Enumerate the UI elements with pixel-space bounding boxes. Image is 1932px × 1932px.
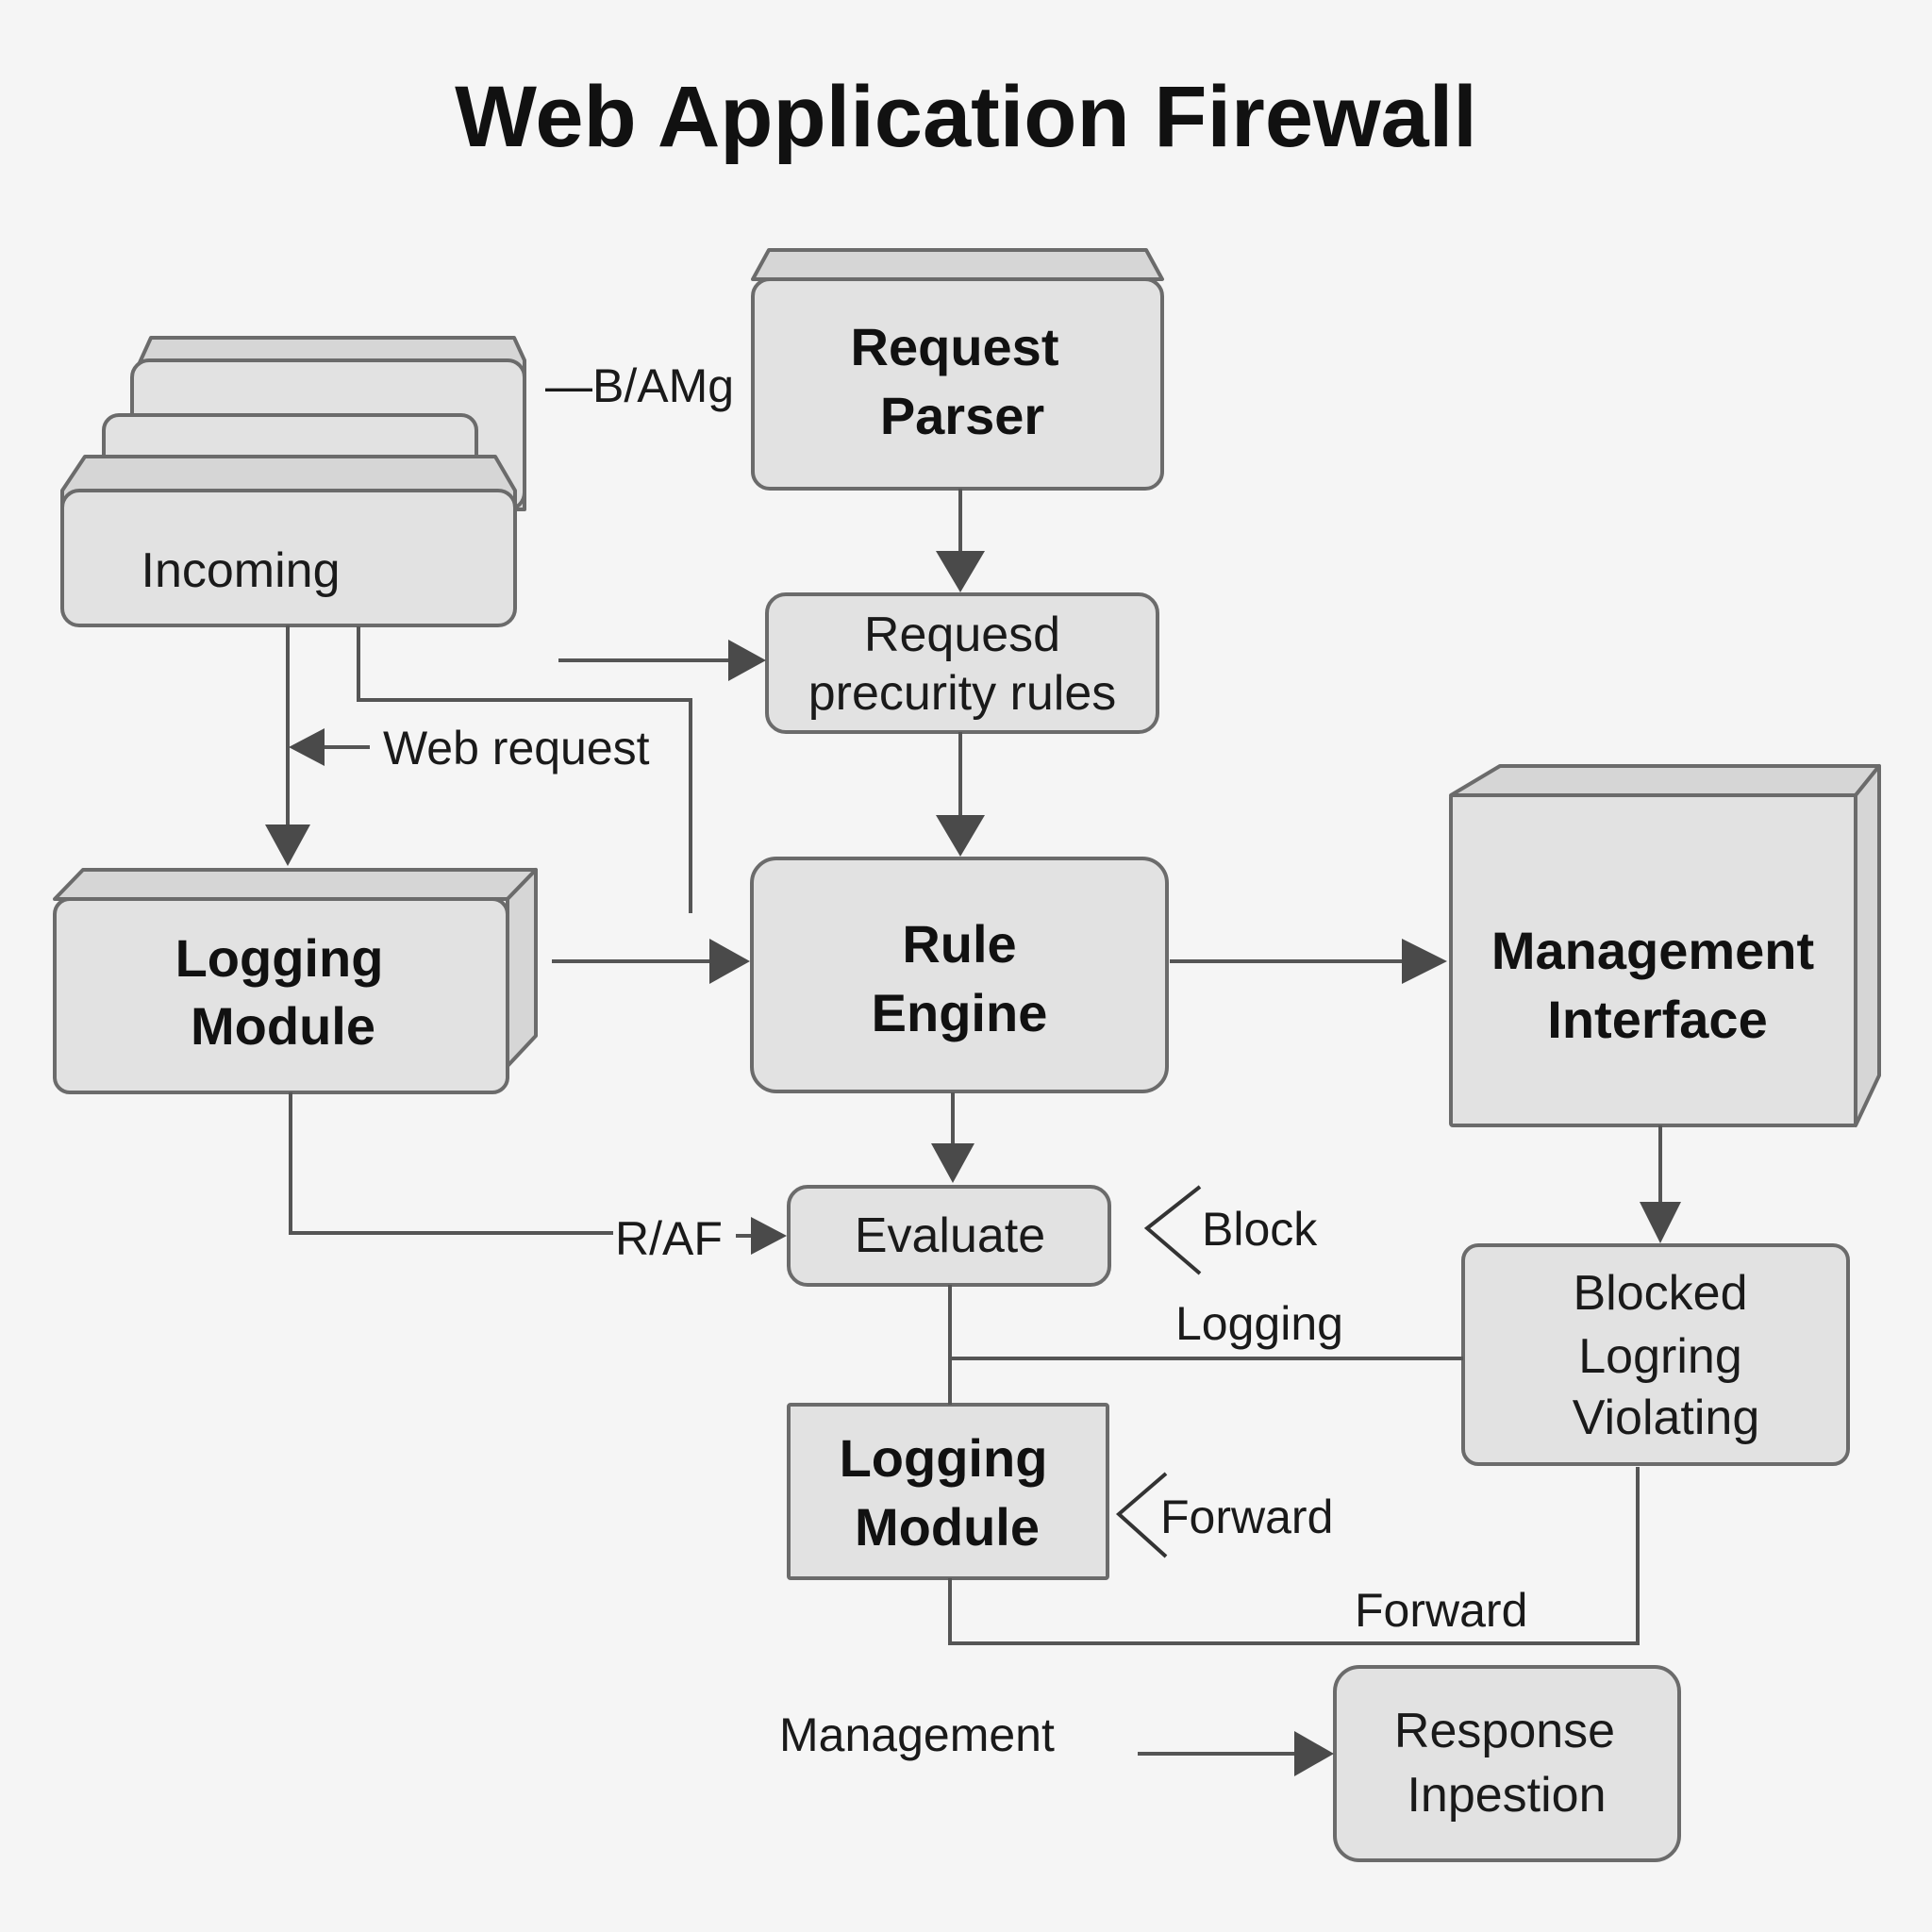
blocked-logging-label-line2: Logring: [1578, 1329, 1741, 1384]
label-web-request: Web request: [383, 722, 650, 774]
request-rules-label-line1: Requesd: [864, 608, 1060, 662]
edge-forward-bottom: [948, 1467, 1640, 1645]
response-inspection-label-line1: Response: [1394, 1704, 1615, 1758]
edge-logging-to-evaluate: [289, 1092, 787, 1255]
node-blocked-logging[interactable]: Blocked Logring Violating: [1461, 1243, 1850, 1466]
rule-engine-label-line2: Engine: [872, 983, 1048, 1042]
evaluate-label: Evaluate: [855, 1208, 1045, 1263]
logging-module-bottom-label-line2: Module: [855, 1497, 1040, 1557]
request-parser-label-line2: Parser: [880, 386, 1044, 445]
logging-module-left-label-line2: Module: [191, 996, 375, 1056]
edge-rules-to-engine: [936, 732, 985, 857]
edge-web-request-arrow: [289, 728, 370, 766]
edge-engine-to-management: [1170, 939, 1447, 984]
edge-management-to-response: [1138, 1731, 1334, 1776]
blocked-logging-label-line1: Blocked: [1574, 1266, 1748, 1321]
edge-logging-to-engine: [552, 939, 750, 984]
rule-engine-label-line1: Rule: [902, 914, 1016, 974]
logging-module-left-label-line1: Logging: [175, 928, 384, 988]
node-response-inspection[interactable]: Response Inpestion: [1333, 1665, 1681, 1862]
label-block: Block: [1202, 1203, 1318, 1256]
management-interface-label-line1: Management: [1491, 921, 1814, 980]
label-logging: Logging: [1175, 1297, 1343, 1350]
forward-chevron-icon: [1115, 1472, 1168, 1558]
node-logging-module-left[interactable]: Logging Module: [53, 868, 538, 1094]
request-parser-label-line1: Request: [851, 317, 1059, 376]
label-r-af: R/AF: [615, 1212, 723, 1265]
node-request-parser[interactable]: Request Parser: [751, 248, 1164, 491]
edge-incoming-to-logging: [265, 625, 310, 866]
label-forward-bottom: Forward: [1355, 1584, 1527, 1637]
logging-module-bottom-label-line1: Logging: [840, 1428, 1048, 1488]
node-management-interface[interactable]: Management Interface: [1449, 764, 1881, 1127]
diagram-title: Web Application Firewall: [455, 69, 1477, 165]
label-b-amg: —B/AMg: [545, 359, 734, 412]
label-management: Management: [779, 1708, 1055, 1761]
label-forward-left: Forward: [1160, 1491, 1333, 1543]
node-logging-module-bottom[interactable]: Logging Module: [787, 1403, 1109, 1580]
node-incoming[interactable]: Incoming: [60, 336, 526, 627]
edge-parser-to-rules: [936, 489, 985, 592]
block-chevron-icon: [1143, 1185, 1202, 1275]
edge-evaluate-to-logging-bottom: [948, 1285, 1463, 1405]
node-evaluate[interactable]: Evaluate: [787, 1185, 1111, 1287]
node-rule-engine[interactable]: Rule Engine: [750, 857, 1169, 1093]
incoming-label: Incoming: [142, 543, 341, 598]
request-rules-label-line2: precurity rules: [808, 666, 1117, 721]
response-inspection-label-line2: Inpestion: [1407, 1768, 1606, 1823]
edge-incoming-bracket: [357, 626, 692, 913]
node-request-rules[interactable]: Requesd precurity rules: [765, 592, 1159, 734]
edge-management-to-blocked: [1640, 1125, 1681, 1243]
blocked-logging-label-line3: Violating: [1573, 1391, 1760, 1445]
edge-into-request-rules: [558, 640, 766, 681]
edge-engine-to-evaluate: [931, 1092, 974, 1183]
management-interface-label-line2: Interface: [1547, 990, 1767, 1049]
